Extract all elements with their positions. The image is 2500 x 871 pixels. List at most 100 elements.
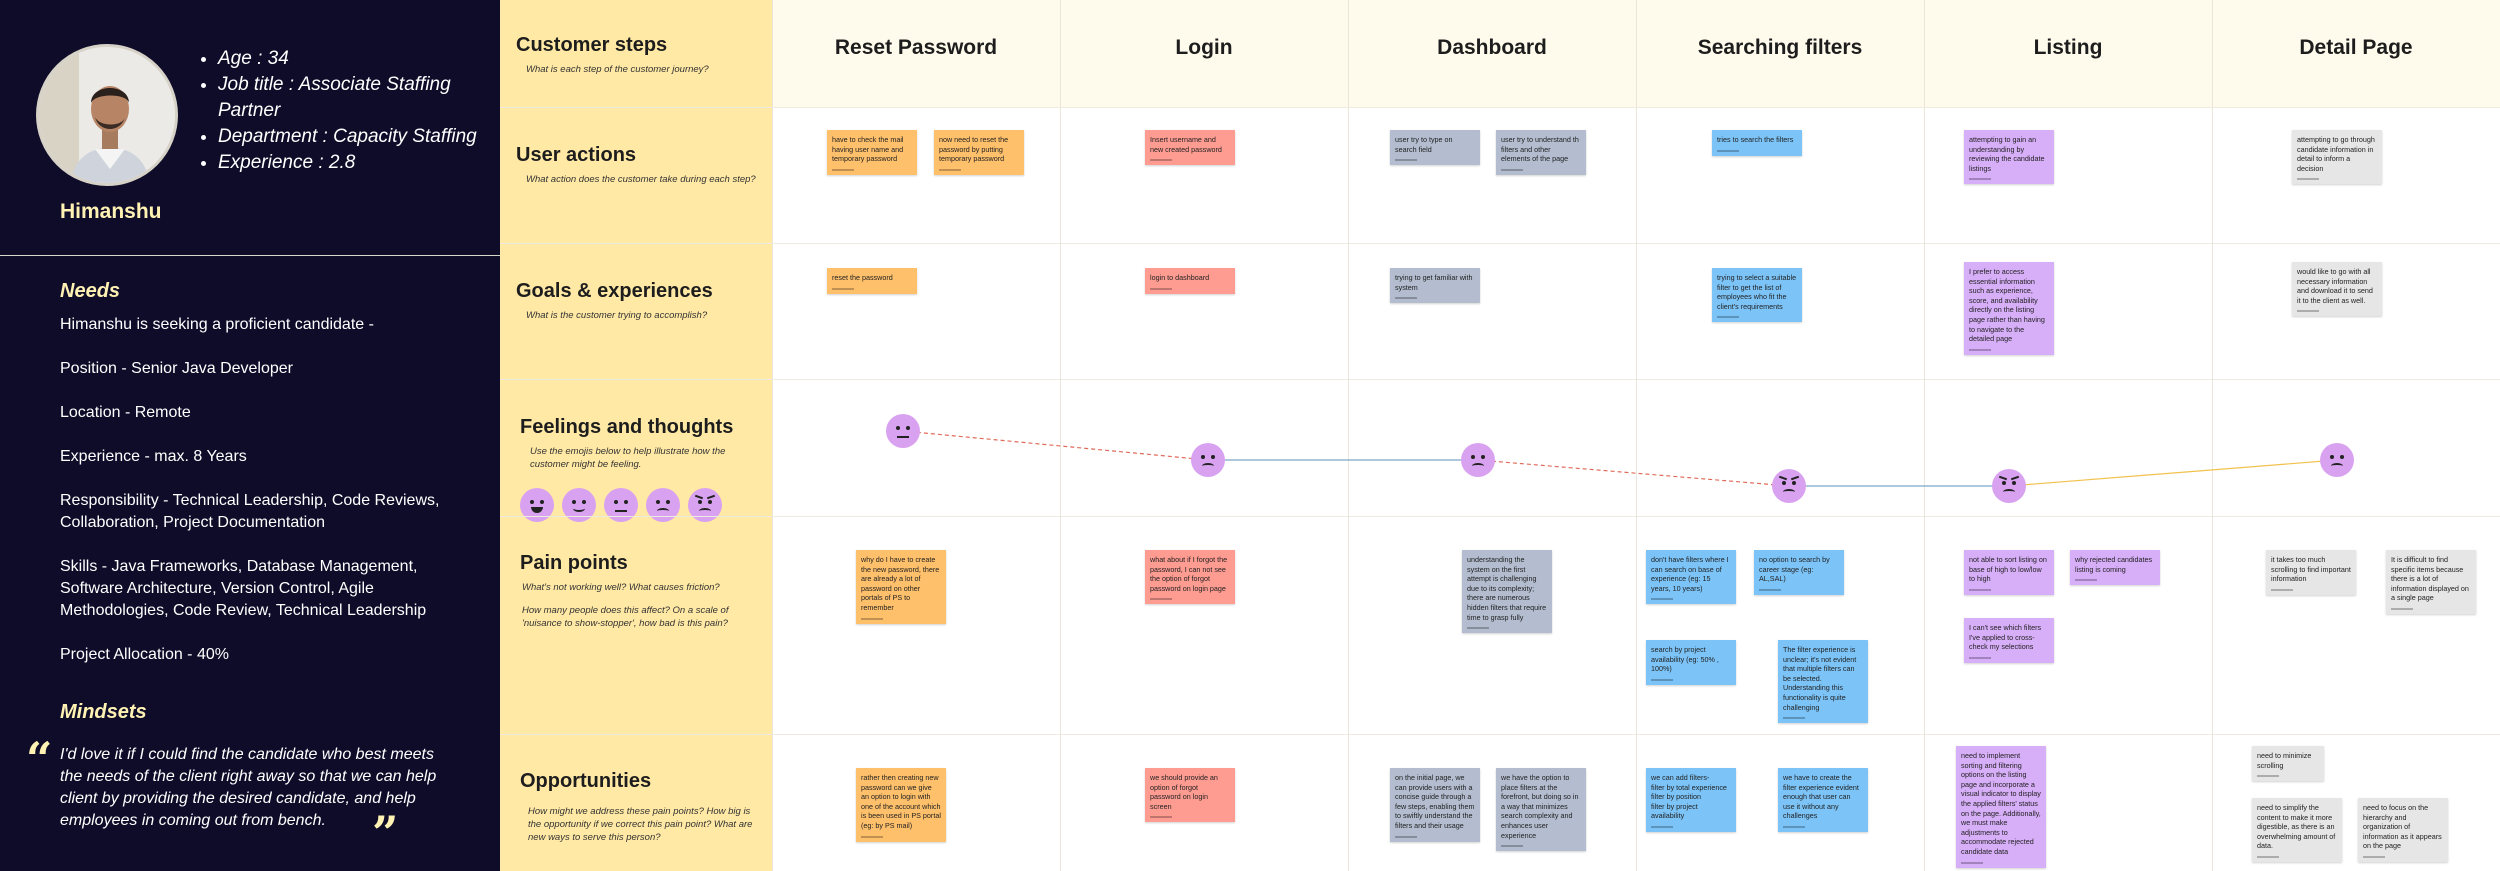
- row-subtitle: What is the customer trying to accomplis…: [526, 310, 708, 321]
- row-header-column: Customer steps What is each step of the …: [500, 0, 772, 871]
- sticky-note[interactable]: need to implement sorting and filtering …: [1956, 746, 2046, 868]
- persona-name: Himanshu: [60, 200, 162, 223]
- row-label-opportunities: Opportunities How might we address these…: [520, 770, 770, 844]
- row-subtitle: What's not working well? What causes fri…: [522, 582, 720, 593]
- sticky-note[interactable]: rather then creating new password can we…: [856, 768, 946, 842]
- need-item: Responsibility - Technical Leadership, C…: [60, 492, 440, 531]
- sticky-note[interactable]: understanding the system on the first at…: [1462, 550, 1552, 634]
- sticky-note[interactable]: we can add filters- filter by total expe…: [1646, 768, 1736, 832]
- sticky-note[interactable]: Insert username and new created password: [1145, 130, 1235, 166]
- row-label-feelings: Feelings and thoughts Use the emojis bel…: [520, 416, 770, 471]
- sticky-note[interactable]: don't have filters where I can search on…: [1646, 550, 1736, 605]
- open-quote-icon: “: [26, 732, 53, 786]
- sticky-note[interactable]: search by project availability (eg: 50% …: [1646, 640, 1736, 685]
- row-subtitle-secondary: How many people does this affect? On a s…: [522, 605, 729, 629]
- mindset-quote: I'd love it if I could find the candidat…: [60, 746, 437, 829]
- step-title-dashboard: Dashboard: [1437, 36, 1547, 59]
- sticky-note[interactable]: tries to search the filters: [1712, 130, 1802, 156]
- persona-department: Department : Capacity Staffing: [218, 124, 496, 150]
- row-subtitle: Use the emojis below to help illustrate …: [530, 446, 726, 470]
- curve-segment: [902, 430, 1209, 461]
- column-divider: [1060, 0, 1061, 871]
- persona-age: Age : 34: [218, 46, 496, 72]
- sticky-note[interactable]: would like to go with all necessary info…: [2292, 262, 2382, 317]
- sticky-note[interactable]: have to check the mail having user name …: [827, 130, 917, 175]
- sticky-note[interactable]: need to focus on the hierarchy and organ…: [2358, 798, 2448, 862]
- row-title: Feelings and thoughts: [520, 416, 734, 438]
- need-item: Himanshu is seeking a proficient candida…: [60, 316, 374, 333]
- sticky-note[interactable]: why do I have to create the new password…: [856, 550, 946, 624]
- sad-emoji-icon: [1191, 443, 1225, 477]
- row-divider: [500, 516, 2500, 517]
- sticky-note[interactable]: I prefer to access essential information…: [1964, 262, 2054, 355]
- sticky-note[interactable]: we have the option to place filters at t…: [1496, 768, 1586, 852]
- row-divider: [500, 243, 2500, 244]
- need-item: Location - Remote: [60, 404, 191, 421]
- close-quote-icon: ”: [372, 806, 399, 860]
- need-item: Project Allocation - 40%: [60, 646, 229, 663]
- column-divider: [2212, 0, 2213, 871]
- step-title-listing: Listing: [2033, 36, 2103, 59]
- row-subtitle: What action does the customer take durin…: [526, 174, 756, 185]
- persona-panel: Age : 34 Job title : Associate Staffing …: [0, 0, 500, 871]
- need-item: Position - Senior Java Developer: [60, 360, 294, 377]
- person-photo-icon: [39, 47, 175, 183]
- sticky-note[interactable]: trying to select a suitable filter to ge…: [1712, 268, 1802, 323]
- sticky-note[interactable]: no option to search by career stage (eg:…: [1754, 550, 1844, 595]
- sticky-note[interactable]: I can't see which filters I've applied t…: [1964, 618, 2054, 663]
- sticky-note[interactable]: The filter experience is unclear; it's n…: [1778, 640, 1868, 724]
- sticky-note[interactable]: trying to get familiar with system: [1390, 268, 1480, 304]
- sticky-note[interactable]: why rejected candidates listing is comin…: [2070, 550, 2160, 586]
- row-label-pain-points: Pain points What's not working well? Wha…: [520, 552, 770, 630]
- row-divider: [500, 734, 2500, 735]
- neutral-emoji-icon: [886, 414, 920, 448]
- step-title-login: Login: [1175, 36, 1233, 59]
- sticky-note[interactable]: need to simplify the content to make it …: [2252, 798, 2342, 862]
- sticky-note[interactable]: user try to understand th filters and ot…: [1496, 130, 1586, 175]
- row-title: Customer steps: [516, 34, 668, 56]
- step-title-searching-filters: Searching filters: [1697, 36, 1863, 59]
- angry-emoji-icon: [1772, 469, 1806, 503]
- column-divider: [1924, 0, 1925, 871]
- sticky-note[interactable]: attempting to go through candidate infor…: [2292, 130, 2382, 185]
- curve-segment: [2008, 459, 2338, 487]
- curve-segment: [1477, 459, 1790, 487]
- sticky-note[interactable]: what about if I forgot the password, I c…: [1145, 550, 1235, 605]
- sticky-note[interactable]: user try to type on search field: [1390, 130, 1480, 166]
- row-subtitle: What is each step of the customer journe…: [526, 64, 709, 75]
- persona-details: Age : 34 Job title : Associate Staffing …: [196, 46, 496, 176]
- row-title: Pain points: [520, 552, 628, 574]
- emotion-curve: [902, 430, 2338, 487]
- sticky-note[interactable]: login to dashboard: [1145, 268, 1235, 294]
- angry-emoji-icon: [1992, 469, 2026, 503]
- sticky-note[interactable]: we should provide an option of forgot pa…: [1145, 768, 1235, 823]
- row-title: Opportunities: [520, 770, 652, 792]
- persona-experience: Experience : 2.8: [218, 150, 496, 176]
- column-divider: [1636, 0, 1637, 871]
- avatar: [36, 44, 178, 186]
- row-subtitle: How might we address these pain points? …: [528, 806, 753, 843]
- row-label-customer-steps: Customer steps What is each step of the …: [516, 34, 766, 76]
- step-title-reset-password: Reset Password: [834, 36, 998, 59]
- sad-emoji-icon: [1461, 443, 1495, 477]
- needs-list: Himanshu is seeking a proficient candida…: [60, 314, 485, 688]
- row-title: Goals & experiences: [516, 280, 713, 302]
- row-divider: [500, 379, 2500, 380]
- sticky-note[interactable]: now need to reset the password by puttin…: [934, 130, 1024, 175]
- sticky-note[interactable]: we have to create the filter experience …: [1778, 768, 1868, 832]
- needs-title: Needs: [60, 280, 121, 302]
- sticky-note[interactable]: need to minimize scrolling: [2252, 746, 2324, 782]
- column-divider: [772, 0, 773, 871]
- persona-job-title: Job title : Associate Staffing Partner: [218, 72, 496, 124]
- persona-divider: [0, 255, 500, 256]
- need-item: Skills - Java Frameworks, Database Manag…: [60, 558, 427, 619]
- sticky-note[interactable]: It is difficult to find specific items b…: [2386, 550, 2476, 614]
- sticky-note[interactable]: reset the password: [827, 268, 917, 294]
- sticky-note[interactable]: not able to sort listing on base of high…: [1964, 550, 2054, 595]
- sticky-note[interactable]: on the initial page, we can provide user…: [1390, 768, 1480, 842]
- need-item: Experience - max. 8 Years: [60, 448, 247, 465]
- sticky-note[interactable]: attempting to gain an understanding by r…: [1964, 130, 2054, 185]
- mindsets-title: Mindsets: [60, 701, 147, 723]
- sticky-note[interactable]: it takes too much scrolling to find impo…: [2266, 550, 2356, 595]
- row-label-user-actions: User actions What action does the custom…: [516, 144, 766, 186]
